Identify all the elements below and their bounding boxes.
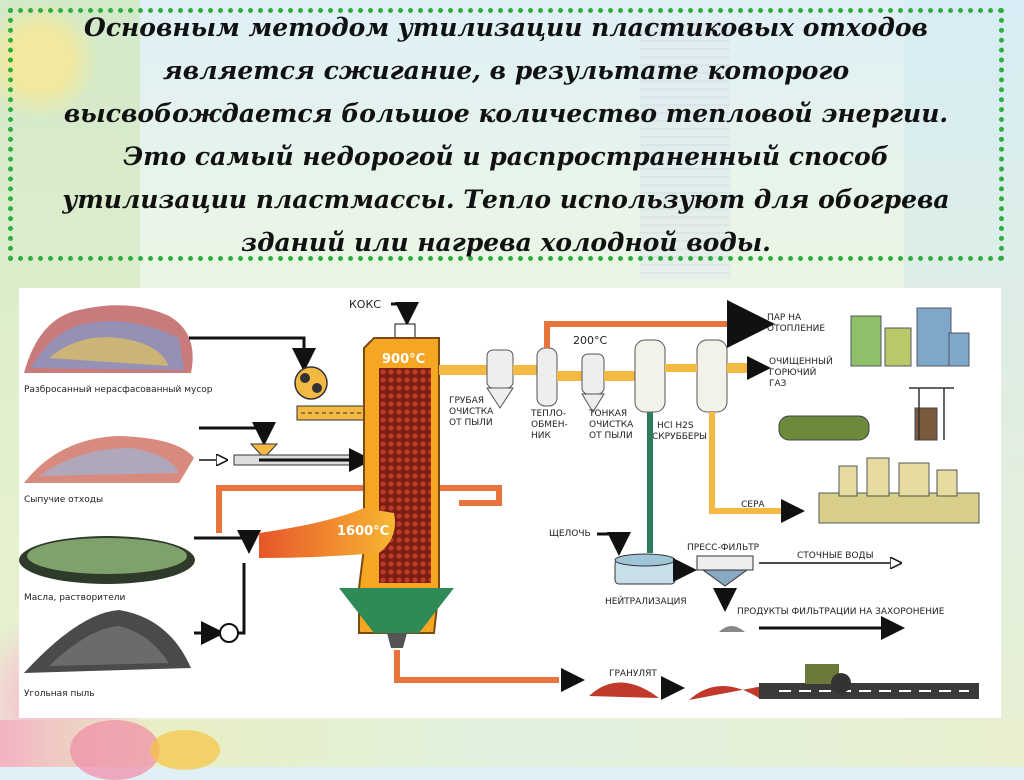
press-filter <box>697 556 753 586</box>
input-loose-waste-pile <box>24 436 194 483</box>
filtration-pile <box>719 626 745 632</box>
heat-exchanger <box>537 348 557 406</box>
label-coarse-2: ОЧИСТКА <box>449 407 494 417</box>
label-loose-waste: Сыпучие отходы <box>24 495 103 505</box>
label-coarse-3: ОТ ПЫЛИ <box>449 418 493 428</box>
label-wastewater: СТОЧНЫЕ ВОДЫ <box>797 551 874 561</box>
label-neutralization: НЕЙТРАЛИЗАЦИЯ <box>605 595 687 607</box>
power-plant-icon <box>779 388 954 440</box>
label-coke: КОКС <box>349 298 381 311</box>
input-garbage-pile <box>24 305 193 373</box>
label-exchanger-1: ТЕПЛО- <box>530 409 566 419</box>
label-filtration: ПРОДУКТЫ ФИЛЬТРАЦИИ НА ЗАХОРОНЕНИЕ <box>737 607 945 617</box>
label-scrubber-2: СКРУББЕРЫ <box>652 432 707 442</box>
label-gas-1: ОЧИЩЕННЫЙ <box>769 355 833 367</box>
label-alkali: ЩЕЛОЧЬ <box>549 529 591 539</box>
bottom-decoration <box>0 720 1024 767</box>
label-coal: Угольная пыль <box>24 689 95 699</box>
shredder-icon <box>295 367 327 399</box>
input-coal-pile <box>24 610 191 673</box>
label-steam-2: ОТОПЛЕНИЕ <box>767 324 825 334</box>
sulfur-pipe <box>712 412 787 511</box>
neutralization-tank <box>615 554 675 584</box>
arrow-garbage-feed <box>189 338 304 366</box>
label-fine-2: ОЧИСТКА <box>589 420 634 430</box>
coke-inlet: КОКС <box>349 298 415 338</box>
label-exchanger-3: НИК <box>531 431 552 441</box>
label-coarse-1: ГРУБАЯ <box>449 396 484 406</box>
label-garbage: Разбросанный нерасфасованный мусор <box>24 385 213 395</box>
incineration-diagram: Разбросанный нерасфасованный мусор Сыпуч… <box>19 288 1001 718</box>
label-granulate: ГРАНУЛЯТ <box>609 669 657 679</box>
label-temp-200: 200°C <box>573 334 607 347</box>
label-sulfur: СЕРА <box>741 500 765 510</box>
furnace <box>259 338 454 648</box>
label-press-filter: ПРЕСС-ФИЛЬТР <box>687 543 760 553</box>
label-steam-1: ПАР НА <box>767 313 802 323</box>
buildings-icon <box>851 308 969 366</box>
pump-icon <box>220 624 238 642</box>
label-gas-2: ГОРЮЧИЙ <box>769 366 816 378</box>
label-oils: Масла, растворители <box>24 593 126 603</box>
label-temp-1600: 1600°C <box>337 524 389 539</box>
arrow-oils <box>194 538 249 548</box>
granulate-pile <box>589 682 659 698</box>
label-gas-3: ГАЗ <box>769 379 787 389</box>
arrow-loose-down <box>199 428 264 440</box>
slide-paragraph: Основным методом утилизации пластиковых … <box>13 6 999 264</box>
input-oils-pool <box>19 536 195 584</box>
label-fine-1: ТОНКАЯ <box>588 409 627 419</box>
text-frame: Основным методом утилизации пластиковых … <box>8 8 1004 261</box>
scrubbers <box>635 340 727 412</box>
coarse-dust-cleaner <box>487 350 513 408</box>
label-temp-900: 900°C <box>382 352 425 367</box>
label-fine-3: ОТ ПЫЛИ <box>589 431 633 441</box>
fine-dust-cleaner <box>582 354 604 412</box>
chemical-plant-icon <box>819 458 979 523</box>
label-exchanger-2: ОБМЕН- <box>531 420 568 430</box>
slag-pipe <box>397 650 559 680</box>
label-scrubber-1: HCl H2S <box>657 421 694 431</box>
